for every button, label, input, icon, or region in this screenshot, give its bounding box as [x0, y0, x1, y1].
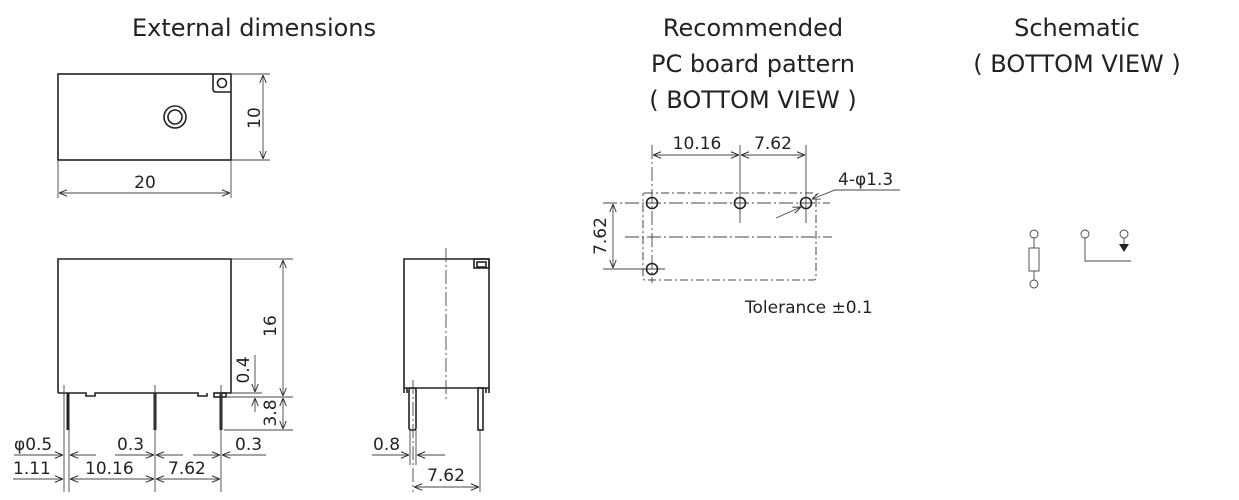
pcb-pitch-v: 7.62 [591, 217, 611, 255]
dim-pitch-b: 7.62 [168, 459, 206, 479]
dim-pitch-a: 10.16 [85, 459, 134, 479]
schematic [1028, 229, 1131, 289]
top-view: 10 20 [57, 73, 270, 198]
dim-width-20: 20 [134, 173, 156, 193]
dim-pin-3.8: 3.8 [261, 399, 281, 426]
coil-icon [1028, 229, 1040, 289]
title-external-dimensions: External dimensions [132, 14, 376, 42]
pcb-pattern: 10.16 7.62 7.62 4-φ1.3 Tolerance ±0.1 [591, 134, 900, 318]
title-pcb-1: Recommended [663, 14, 843, 42]
side-view: 0.8 7.62 [372, 248, 490, 492]
title-pcb-2: PC board pattern [651, 50, 855, 78]
dim-edge: 1.11 [13, 459, 51, 479]
dim-height-10: 10 [245, 107, 265, 129]
pcb-pitch-b: 7.62 [754, 134, 792, 154]
pcb-tolerance: Tolerance ±0.1 [744, 298, 873, 318]
dim-side-pitch: 7.62 [427, 466, 465, 486]
dim-pin-dia: φ0.5 [14, 435, 52, 455]
pcb-holes: 4-φ1.3 [838, 170, 893, 190]
contact-icon [1080, 229, 1131, 262]
front-view: 16 0.4 3.8 φ0.5 0.3 0.3 1.11 10.16 7.62 [13, 258, 293, 492]
title-pcb-3: ( BOTTOM VIEW ) [649, 86, 856, 114]
dim-side-offset: 0.8 [373, 435, 400, 455]
dim-height-16: 16 [261, 315, 281, 337]
dim-gap-0.4: 0.4 [234, 356, 254, 383]
title-schematic-2: ( BOTTOM VIEW ) [973, 50, 1180, 78]
dim-offset-a: 0.3 [117, 435, 144, 455]
pcb-pitch-a: 10.16 [673, 134, 722, 154]
dim-offset-b: 0.3 [235, 435, 262, 455]
title-schematic-1: Schematic [1014, 14, 1140, 42]
